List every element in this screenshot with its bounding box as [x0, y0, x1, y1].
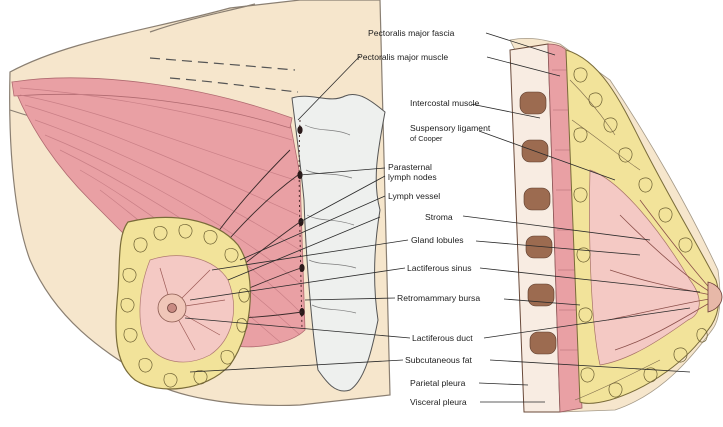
label-suspensory-ligament-sub: of Cooper	[410, 134, 443, 143]
label-parasternal-line2: lymph nodes	[388, 172, 437, 182]
label-parasternal-line1: Parasternal	[388, 162, 432, 172]
label-stroma: Stroma	[425, 212, 453, 222]
label-parietal-pleura: Parietal pleura	[410, 378, 466, 388]
label-lactiferous-duct: Lactiferous duct	[412, 333, 473, 343]
label-retromammary-bursa: Retromammary bursa	[397, 293, 480, 303]
label-subcutaneous-fat: Subcutaneous fat	[405, 355, 473, 365]
label-suspensory-ligament: Suspensory ligament	[410, 123, 491, 133]
nipple-frontal	[168, 304, 177, 313]
label-lymph-vessel: Lymph vessel	[388, 191, 440, 201]
glandular-tissue-frontal	[140, 256, 234, 362]
label-visceral-pleura: Visceral pleura	[410, 397, 467, 407]
label-gland-lobules: Gland lobules	[411, 235, 464, 245]
label-pectoralis-major-muscle: Pectoralis major muscle	[357, 52, 448, 62]
label-lactiferous-sinus: Lactiferous sinus	[407, 263, 472, 273]
label-intercostal-muscle: Intercostal muscle	[410, 98, 479, 108]
label-pectoralis-major-fascia: Pectoralis major fascia	[368, 28, 455, 38]
